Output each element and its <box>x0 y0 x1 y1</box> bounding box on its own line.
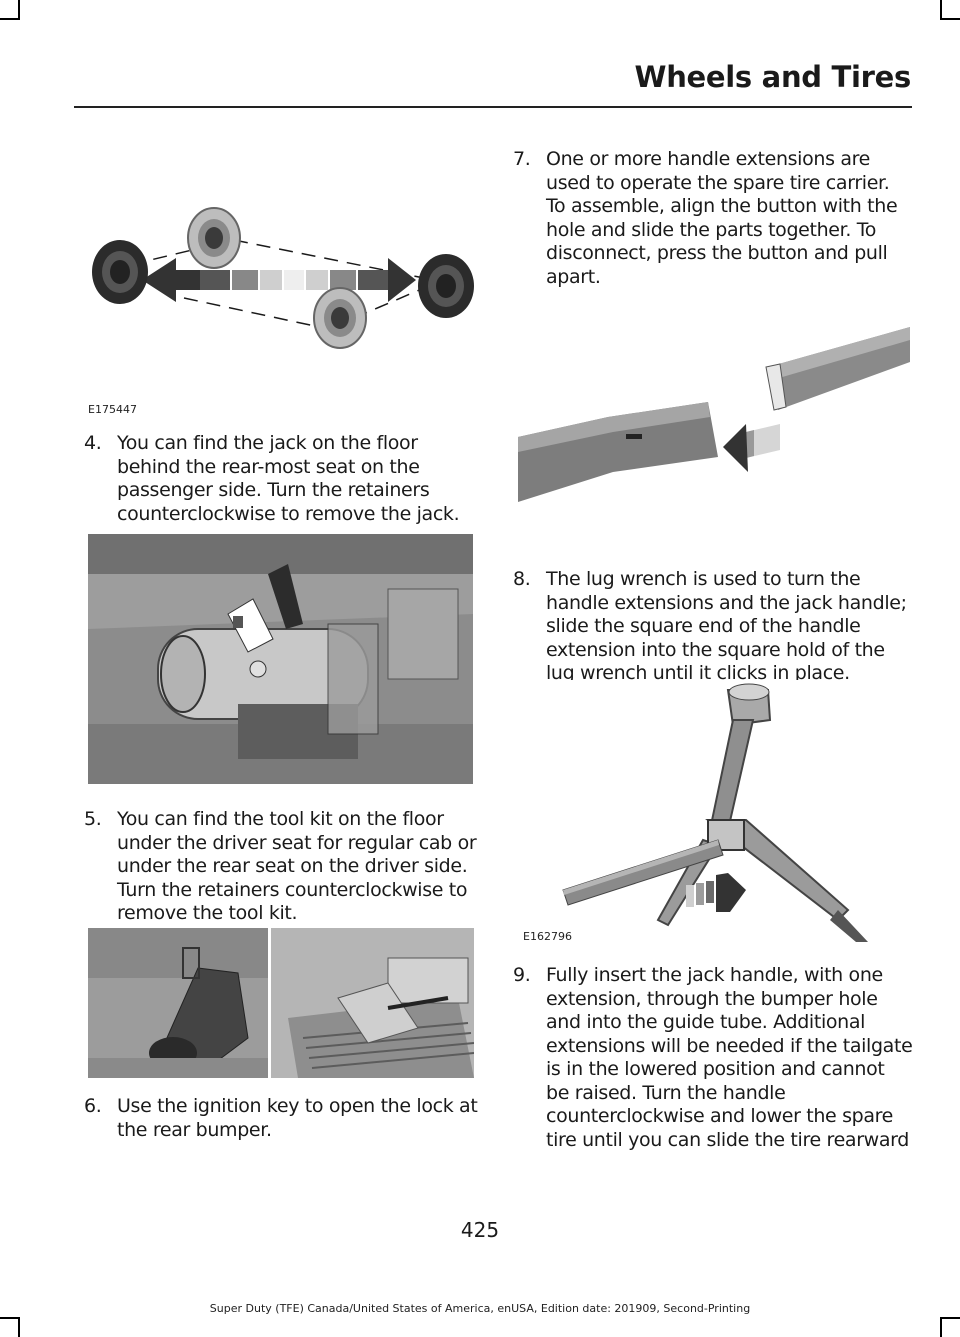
step-number: 5. <box>84 808 102 830</box>
crop-mark <box>940 0 942 20</box>
step-text: You can find the jack on the floor behin… <box>117 432 460 525</box>
step-number: 8. <box>513 568 531 590</box>
footer-text: Super Duty (TFE) Canada/United States of… <box>209 1302 751 1315</box>
page-title: Wheels and Tires <box>634 60 912 94</box>
crop-mark <box>0 1317 20 1319</box>
step-7: 7. One or more handle extensions are use… <box>513 148 913 289</box>
step-text: The lug wrench is used to turn the handl… <box>546 568 907 684</box>
jack-location-illustration <box>88 534 473 784</box>
step-9: 9. Fully insert the jack handle, with on… <box>513 964 913 1152</box>
tool-kit-illustration <box>88 928 474 1078</box>
crop-mark <box>18 1317 20 1337</box>
header-divider <box>74 106 912 108</box>
step-text: Fully insert the jack handle, with one e… <box>546 964 913 1151</box>
crop-mark <box>0 18 20 20</box>
step-number: 7. <box>513 148 531 170</box>
step-6: 6. Use the ignition key to open the lock… <box>84 1095 480 1142</box>
crop-mark <box>18 0 20 20</box>
handle-extension-illustration <box>518 322 910 512</box>
step-8: 8. The lug wrench is used to turn the ha… <box>513 568 913 686</box>
lug-wrench-illustration <box>518 680 910 945</box>
figure-code: E175447 <box>88 403 137 416</box>
step-5: 5. You can find the tool kit on the floo… <box>84 808 480 926</box>
step-text: Use the ignition key to open the lock at… <box>117 1095 478 1141</box>
figure-code: E162796 <box>523 930 572 943</box>
crop-mark <box>940 1317 942 1337</box>
step-number: 9. <box>513 964 531 986</box>
page-number: 425 <box>460 1218 500 1242</box>
step-number: 6. <box>84 1095 102 1117</box>
step-number: 4. <box>84 432 102 454</box>
step-text: One or more handle extensions are used t… <box>546 148 898 288</box>
tire-rotation-illustration <box>84 200 476 400</box>
crop-mark <box>940 1317 960 1319</box>
step-4: 4. You can find the jack on the floor be… <box>84 432 480 526</box>
crop-mark <box>940 18 960 20</box>
step-text: You can find the tool kit on the floor u… <box>117 808 477 924</box>
